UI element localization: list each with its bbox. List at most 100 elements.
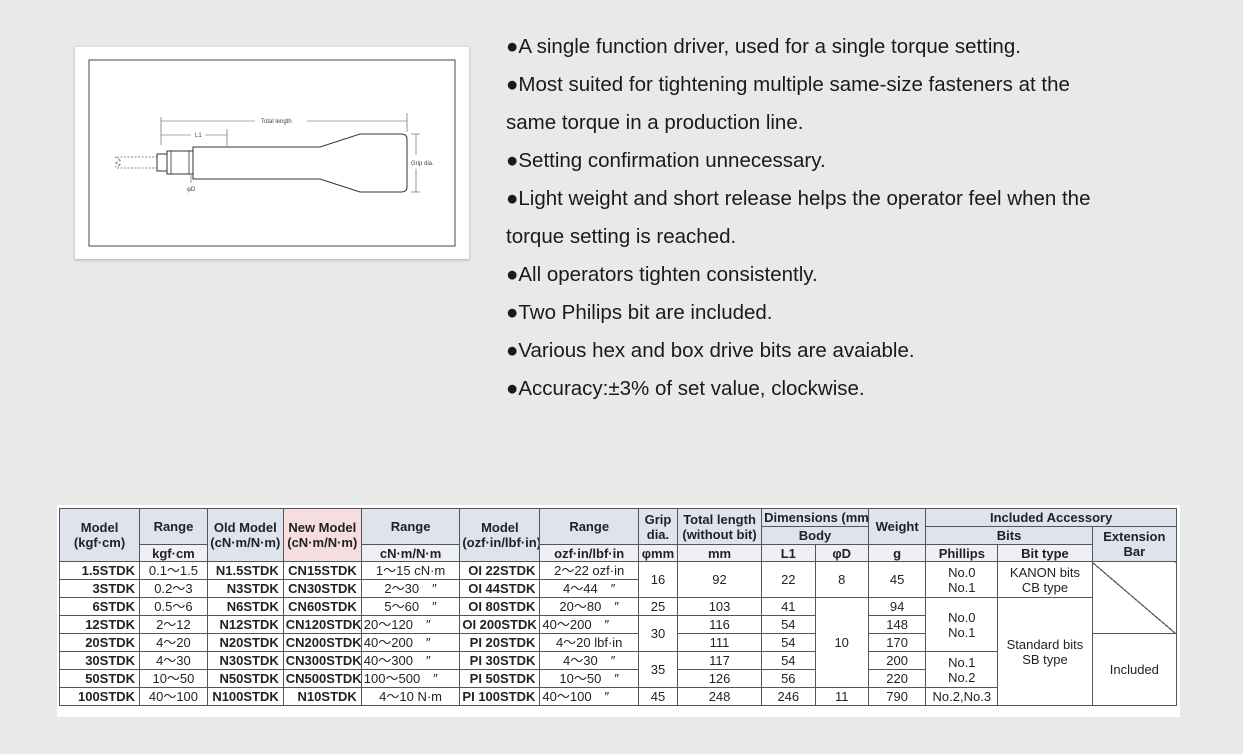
cell-new-model: CN15STDK (282, 561, 362, 580)
feature-line: ●Two Philips bit are included. (506, 301, 773, 324)
cell-model: 12STDK (58, 615, 141, 634)
header-text: (without bit) (682, 526, 757, 542)
feature-line: ●Light weight and short release helps th… (506, 187, 1091, 210)
cell-old-model: N1.5STDK (206, 561, 284, 580)
header-body: Body (761, 526, 869, 545)
unit-range-oz: ozf·in/lbf·in (539, 544, 639, 562)
header-included-accessory: Included Accessory (925, 508, 1177, 527)
cell-range: 0.1～1.5 (139, 561, 208, 580)
cell-text: No.2 (948, 669, 976, 685)
cell-weight: 220 (867, 669, 927, 688)
cell-weight: 790 (867, 687, 927, 706)
unit-l1: L1 (761, 544, 816, 562)
cell-model-oz: PI 100STDK (459, 687, 541, 706)
cell-range: 4～20 (139, 633, 208, 652)
header-text: Old Model (213, 520, 277, 535)
cell-range-cn: 40～300 ″ (360, 651, 461, 670)
cell-new-model: CN30STDK (282, 579, 362, 598)
header-text: Total length (683, 511, 756, 527)
cell-l1: 56 (761, 669, 816, 688)
cell-range: 10～50 (139, 669, 208, 688)
unit-od: φD (814, 544, 869, 562)
cell-weight: 170 (867, 633, 927, 652)
cell-l1: 41 (761, 597, 816, 616)
unit-range: kgf·cm (139, 544, 208, 562)
cell-range: 4～30 (139, 651, 208, 670)
cell-old-model: N3STDK (206, 579, 284, 598)
header-text: Extension (1103, 529, 1166, 544)
header-bits: Bits (925, 526, 1093, 545)
table-row: 6STDK 0.5～6 N6STDK CN60STDK 5～60 ″ OI 80… (58, 597, 1177, 706)
cell-range-oz: 40～200 ″ (539, 615, 639, 634)
cell-range-cn: 20～120 ″ (360, 615, 461, 634)
unit-total: mm (676, 544, 763, 562)
cell-text: No.0 (948, 564, 976, 580)
unit-weight: g (867, 544, 927, 562)
cell-range-cn: 100～500 ″ (360, 669, 461, 688)
spec-table-container: Model(kgf·cm) Range Old Model(cN·m/N·m) … (57, 505, 1180, 717)
header-weight: Weight (867, 508, 927, 545)
header-dimensions: Dimensions (mm) (761, 508, 869, 527)
cell-range-cn: 4～10 N·m (360, 687, 461, 706)
table-row: 1.5STDK 0.1～1.5 N1.5STDK CN15STDK 1～15 c… (58, 561, 1178, 634)
feature-line: ●Setting confirmation unnecessary. (506, 149, 826, 172)
feature-line: ●Accuracy:±3% of set value, clockwise. (506, 377, 865, 400)
l1-label: L1 (195, 133, 202, 139)
cell-text: SB type (1022, 651, 1068, 667)
cell-old-model: N50STDK (206, 669, 284, 688)
unit-range-cn: cN·m/N·m (360, 544, 461, 562)
cell-range-oz: 10～50 ″ (539, 669, 639, 688)
cell-weight: 45 (867, 561, 927, 598)
unit-bit-type: Bit type (997, 544, 1093, 562)
cell-range: 0.5～6 (139, 597, 208, 616)
cell-grip: 16 (637, 561, 678, 598)
header-text: (ozf·in/lbf·in) (462, 535, 540, 550)
cell-range-oz: 4～44 ″ (539, 579, 639, 598)
feature-line: torque setting is reached. (506, 225, 737, 248)
cell-range: 40～100 (139, 687, 208, 706)
header-old-model: Old Model(cN·m/N·m) (206, 508, 284, 562)
cell-new-model: CN200STDK (282, 633, 362, 652)
header-text: Bar (1123, 544, 1146, 559)
cell-model-oz: OI 22STDK (459, 561, 541, 580)
header-new-model: New Model(cN·m/N·m) (282, 508, 362, 562)
cell-weight: 94 (867, 597, 927, 616)
feature-line: ●Most suited for tightening multiple sam… (506, 73, 1070, 96)
cell-old-model: N12STDK (206, 615, 284, 634)
table-row: 3STDK 0.2～3 N3STDK CN30STDK 2～30 ″ OI 44… (58, 579, 1177, 598)
cell-od: 8 (814, 561, 869, 598)
header-range-cn: Range (360, 508, 461, 545)
cell-old-model: N100STDK (206, 687, 284, 706)
table-row: 100STDK 40～100 N100STDK N10STDK 4～10 N·m… (58, 687, 1177, 706)
cell-text: CB type (1021, 579, 1069, 595)
cell-text: Standard bits (1006, 636, 1084, 652)
cell-new-model: N10STDK (282, 687, 362, 706)
feature-line: ●All operators tighten consistently. (506, 263, 818, 286)
total-length-label: Total length (261, 119, 292, 125)
cell-model: 6STDK (58, 597, 141, 616)
cell-model: 3STDK (58, 579, 141, 598)
cell-l1: 54 (761, 651, 816, 670)
cell-model-oz: OI 200STDK (459, 615, 541, 634)
cell-range-cn: 40～200 ″ (360, 633, 461, 652)
feature-line: ●A single function driver, used for a si… (506, 35, 1021, 58)
table-row: 20STDK 4～20 N20STDK CN200STDK 40～200 ″ P… (58, 633, 1178, 706)
cell-text: No.1 (948, 624, 976, 640)
driver-diagram: Total length L1 Grip dia. φD (75, 47, 469, 259)
cell-range-oz: 20～80 ″ (539, 597, 639, 616)
cell-model-oz: PI 20STDK (459, 633, 541, 652)
cell-new-model: CN60STDK (282, 597, 362, 616)
grip-dia-label: Grip dia. (411, 161, 434, 167)
header-text: (kgf·cm) (73, 535, 126, 550)
cell-total: 92 (676, 561, 763, 598)
cell-total: 116 (676, 615, 763, 634)
cell-text: No.1 (948, 579, 976, 595)
cell-extension-included: Included (1091, 633, 1178, 706)
unit-grip: φmm (637, 544, 678, 562)
feature-list: ●A single function driver, used for a si… (506, 28, 1206, 408)
cell-total: 111 (676, 633, 763, 652)
table-row: 12STDK 2～12 N12STDK CN120STDK 20～120 ″ O… (58, 615, 1177, 652)
header-text: Model (80, 520, 119, 535)
